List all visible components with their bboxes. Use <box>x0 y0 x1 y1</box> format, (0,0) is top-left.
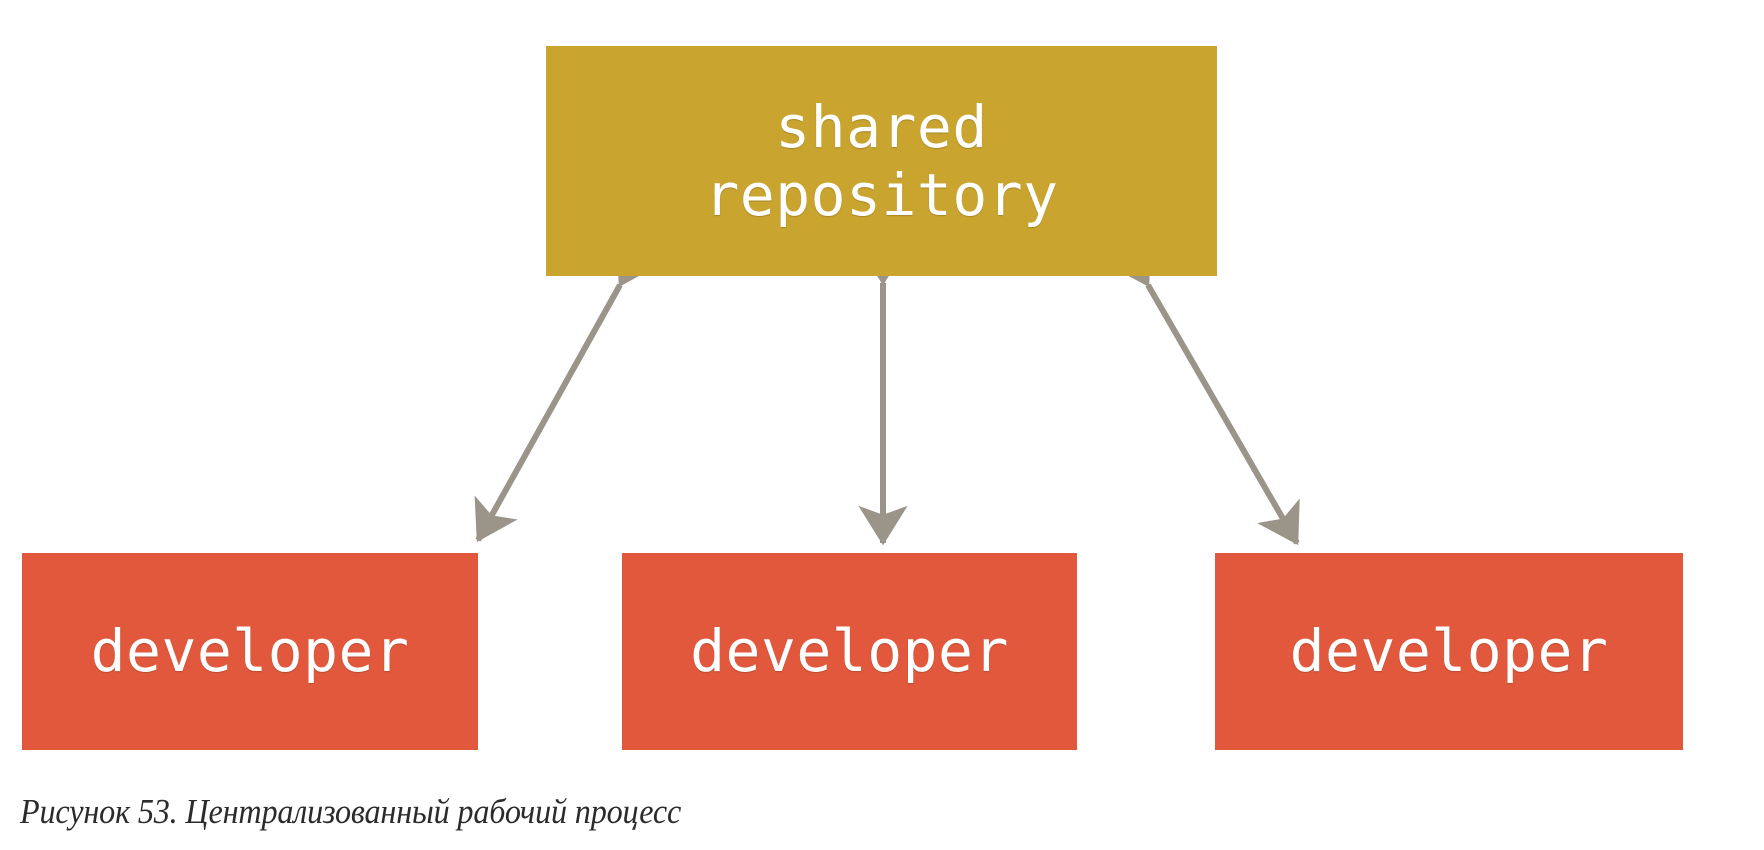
node-developer-left[interactable]: developer <box>22 553 478 750</box>
node-developer-left-label: developer <box>90 617 410 686</box>
node-developer-center[interactable]: developer <box>622 553 1077 750</box>
node-developer-right[interactable]: developer <box>1215 553 1683 750</box>
figure-caption: Рисунок 53. Централизованный рабочий про… <box>20 792 682 831</box>
node-shared-repository-label: shared repository <box>704 92 1059 229</box>
arrow-repo-developer-right <box>1108 240 1300 546</box>
node-shared-repository[interactable]: shared repository <box>546 46 1217 276</box>
node-developer-right-label: developer <box>1289 617 1609 686</box>
node-developer-center-label: developer <box>690 617 1009 686</box>
arrow-repo-developer-left <box>474 240 660 543</box>
